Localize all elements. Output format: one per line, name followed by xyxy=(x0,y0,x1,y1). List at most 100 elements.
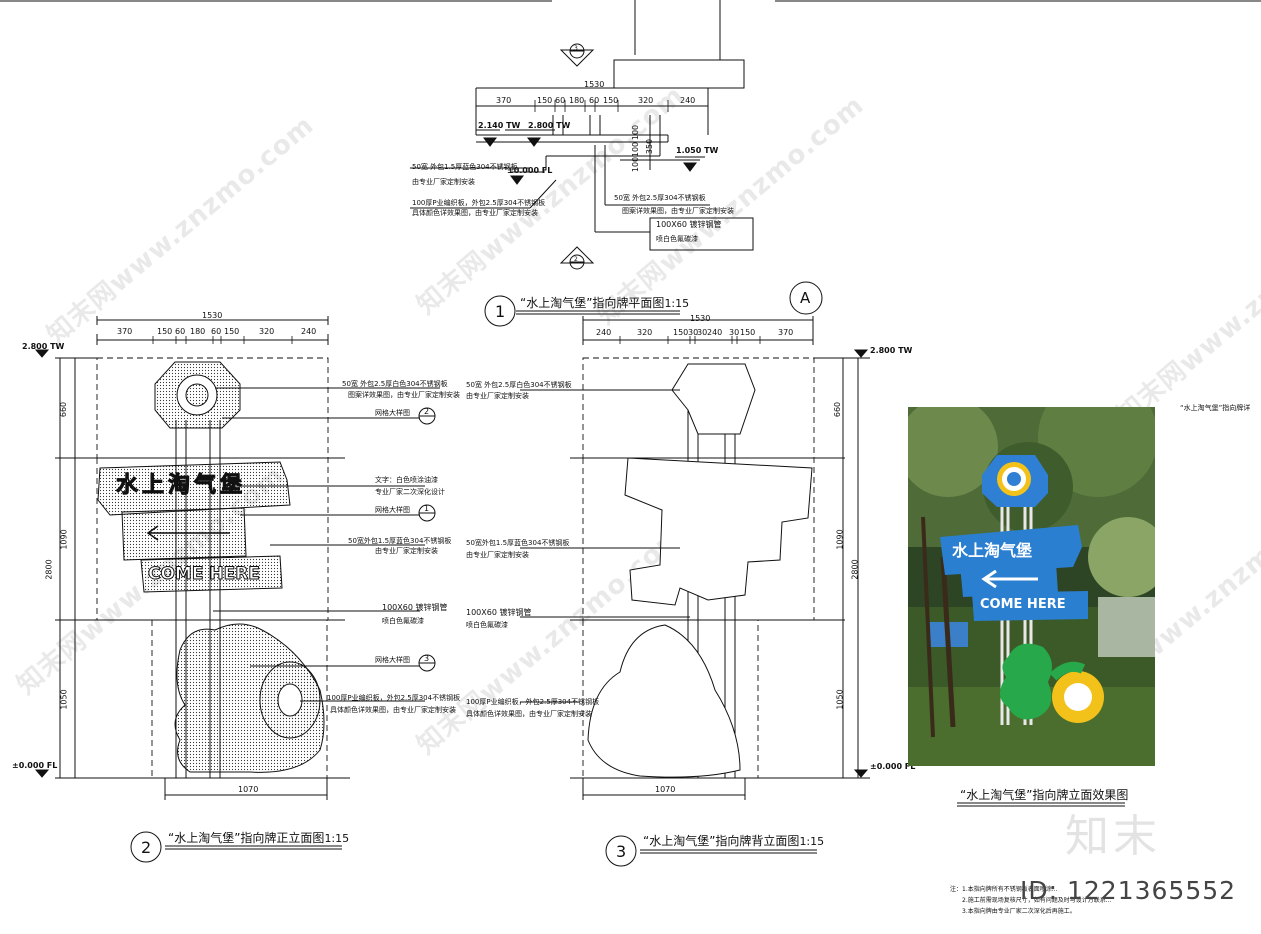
back-seg-dim: 240 xyxy=(596,328,612,337)
front-note: 文字：白色喷涂油漆 xyxy=(375,476,438,484)
plan-seg-dim: 370 xyxy=(496,96,512,105)
plan-title-text: “水上淘气堡”指向牌平面图 xyxy=(520,296,665,310)
back-seg-dim: 30 xyxy=(729,328,740,337)
front-note: 100X60 镀锌钢管 xyxy=(382,603,448,612)
plan-note: 喷白色氟碳漆 xyxy=(656,235,698,243)
plan-seg-dim: 240 xyxy=(680,96,696,105)
back-level-top: 2.800 TW xyxy=(870,346,913,355)
plan-note: 100厚P业编织板，外包2.5厚304不锈钢板 xyxy=(412,199,546,207)
front-vert-dim: 660 xyxy=(59,401,69,418)
back-vert-dim: 1090 xyxy=(835,529,845,550)
back-level-bottom: ±0.000 FL xyxy=(870,762,916,771)
front-note: 专业厂家二次深化设计 xyxy=(375,488,445,496)
front-sign-sub: COME HERE xyxy=(148,564,261,585)
plan-note: 100X60 镀锌钢管 xyxy=(656,220,722,229)
front-sign-title: 水上淘气堡 xyxy=(115,473,247,498)
footnote: 2.施工前需现场复核尺寸，如有问题及时与设计方联系... xyxy=(962,897,1112,904)
plan-note: 图案详效果图，由专业厂家定制安装 xyxy=(622,207,734,215)
back-note: 喷白色氟碳漆 xyxy=(466,621,508,629)
front-seg-dim: 240 xyxy=(301,327,317,336)
front-total-dim: 1530 xyxy=(202,311,223,320)
front-note: 由专业厂家定制安装 xyxy=(375,547,438,555)
front-note: 具体颜色详效果图，由专业厂家定制安装 xyxy=(330,706,456,714)
back-title-number: 3 xyxy=(616,842,627,861)
plan-seg-dim: 150 xyxy=(537,96,553,105)
front-seg-dim: 150 xyxy=(224,327,240,336)
front-title: “水上淘气堡”指向牌正立面图1:15 xyxy=(168,829,349,846)
back-vert-dim: 1050 xyxy=(835,689,845,710)
plan-vert-dim: 100 xyxy=(631,156,641,173)
render-caption: “水上淘气堡”指向牌立面效果图 xyxy=(960,788,1129,802)
back-seg-dim: 370 xyxy=(778,328,794,337)
front-detail-mark: 1 xyxy=(424,504,430,513)
back-note: 50宽 外包2.5厚白色304不锈钢板 xyxy=(466,381,572,389)
front-note: 网格大样图 xyxy=(375,506,410,514)
back-title-text: “水上淘气堡”指向牌背立面图 xyxy=(643,834,800,848)
plan-vert-dim: 100 xyxy=(631,124,641,141)
front-overall-height: 2800 xyxy=(44,559,54,580)
back-note: 由专业厂家定制安装 xyxy=(466,551,529,559)
back-note: 具体颜色详效果图，由专业厂家定制安装 xyxy=(466,710,592,718)
brand-watermark: 知末 xyxy=(1065,811,1161,862)
front-level-top: 2.800 TW xyxy=(22,342,65,351)
front-seg-dim: 60 xyxy=(175,327,186,336)
footnote: 注：1.本指向牌所有不锈钢板表面喷涂... xyxy=(950,886,1058,893)
plan-note: 具体颜色详效果图，由专业厂家定制安装 xyxy=(412,209,538,217)
plan-section-mark: 2 xyxy=(574,256,578,263)
front-base-dim: 1070 xyxy=(238,785,259,794)
front-detail-mark: 2 xyxy=(424,407,430,416)
plan-total-dim: 1530 xyxy=(584,80,605,89)
render-top-caption: “水上淘气堡”指向牌详 xyxy=(1180,404,1251,412)
back-total-dim: 1530 xyxy=(690,314,711,323)
plan-seg-dim: 60 xyxy=(589,96,600,105)
render-effect-image: 水上淘气堡 COME HERE xyxy=(908,407,1155,766)
front-detail-mark: 3 xyxy=(424,654,430,663)
front-title-scale: 1:15 xyxy=(324,832,350,845)
render-sign-sub: COME HERE xyxy=(980,597,1066,612)
plan-vert-dim: 100 xyxy=(631,141,641,158)
back-note: 100厚P业编织板，外包2.5厚304不锈钢板 xyxy=(466,698,600,706)
plan-seg-dim: 150 xyxy=(603,96,619,105)
plan-level: 2.140 TW xyxy=(478,121,521,130)
plan-level: 1.050 TW xyxy=(676,146,719,155)
back-section-mark: A xyxy=(800,289,811,307)
back-title-scale: 1:15 xyxy=(799,835,825,848)
plan-title: “水上淘气堡”指向牌平面图1:15 xyxy=(520,294,689,311)
front-seg-dim: 320 xyxy=(259,327,275,336)
render-sign-title: 水上淘气堡 xyxy=(952,541,1033,560)
back-vert-dim: 660 xyxy=(833,401,843,418)
back-seg-dim: 30 xyxy=(697,328,708,337)
render-scene xyxy=(908,407,1155,766)
front-seg-dim: 60 xyxy=(211,327,222,336)
front-seg-dim: 370 xyxy=(117,327,133,336)
plan-level: ±0.000 FL xyxy=(507,166,553,175)
front-level-bottom: ±0.000 FL xyxy=(12,761,58,770)
front-seg-dim: 180 xyxy=(190,327,206,336)
front-title-number: 2 xyxy=(141,838,152,857)
back-title: “水上淘气堡”指向牌背立面图1:15 xyxy=(643,832,824,849)
plan-note: 50宽 外包2.5厚304不锈钢板 xyxy=(614,194,706,202)
footnote: 3.本指向牌由专业厂家二次深化后再施工。 xyxy=(962,908,1076,915)
plan-seg-dim: 60 xyxy=(555,96,566,105)
front-vert-dim: 1090 xyxy=(59,529,69,550)
back-seg-dim: 150 xyxy=(740,328,756,337)
front-note: 网格大样图 xyxy=(375,656,410,664)
plan-title-scale: 1:15 xyxy=(664,297,690,310)
front-note: 图案详效果图，由专业厂家定制安装 xyxy=(348,391,460,399)
back-note: 100X60 镀锌钢管 xyxy=(466,608,532,617)
front-note: 100厚P业编织板，外包2.5厚304不锈钢板 xyxy=(327,694,461,702)
back-seg-dim: 320 xyxy=(637,328,653,337)
front-title-text: “水上淘气堡”指向牌正立面图 xyxy=(168,831,325,845)
id-watermark: ID: 1221365552 xyxy=(1020,876,1237,905)
back-base-dim: 1070 xyxy=(655,785,676,794)
back-seg-dim: 150 xyxy=(673,328,689,337)
back-note: 50宽外包1.5厚蓝色304不锈钢板 xyxy=(466,539,570,547)
front-note: 喷白色氟碳漆 xyxy=(382,617,424,625)
front-note: 网格大样图 xyxy=(375,409,410,417)
back-seg-dim: 30 xyxy=(688,328,699,337)
plan-title-number: 1 xyxy=(495,302,506,321)
front-note: 50宽 外包2.5厚白色304不锈钢板 xyxy=(342,380,448,388)
back-note: 由专业厂家定制安装 xyxy=(466,392,529,400)
back-overall-height: 2800 xyxy=(850,559,860,580)
